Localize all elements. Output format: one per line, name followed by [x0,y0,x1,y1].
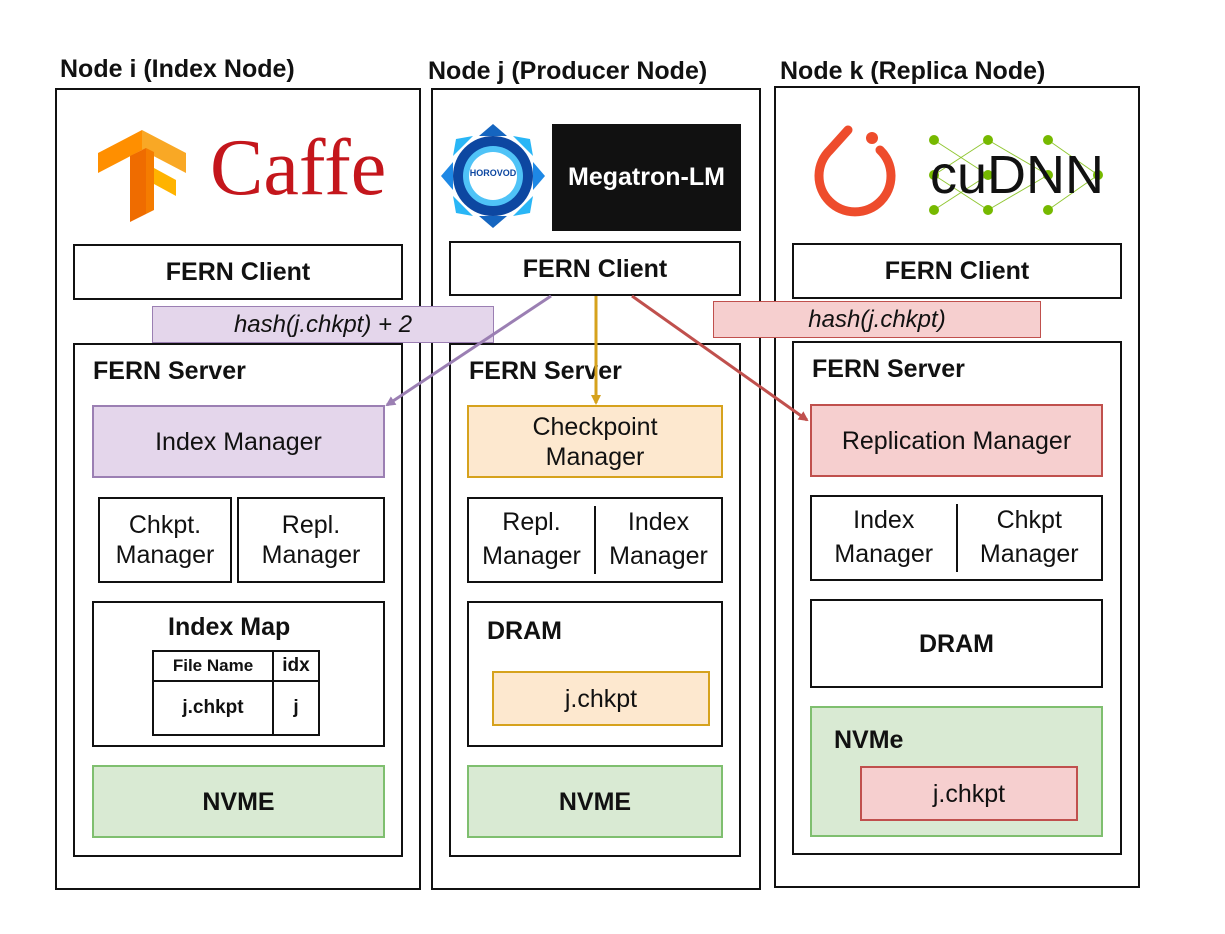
replication-manager: Replication Manager [810,404,1103,477]
node-k-server-label: FERN Server [812,355,965,383]
node-k-sub-managers: Index Manager Chkpt Manager [810,495,1103,581]
node-k-chkpt-manager: Chkpt Manager [979,506,1079,568]
table-row: j.chkpt j [152,680,320,736]
node-j-dram-label: DRAM [487,617,562,645]
node-k-nvme-file: j.chkpt [860,766,1078,821]
cudnn-network-icon [929,135,1103,215]
index-map-title: Index Map [168,613,291,641]
caffe-logo: Caffe [210,124,387,212]
table-header-file-name: File Name [152,650,274,682]
table-header-idx: idx [272,650,320,682]
node-i-fern-client: FERN Client [73,244,403,300]
table-cell-file: j.chkpt [152,680,274,736]
node-j-dram-file: j.chkpt [492,671,710,726]
node-k-dram: DRAM [810,599,1103,688]
horovod-icon [441,124,545,228]
node-i-repl-manager: Repl. Manager [237,497,385,583]
node-i-nvme: NVME [92,765,385,838]
node-j-repl-manager: Repl. Manager [469,506,596,574]
tensorflow-icon [98,130,186,222]
hash-index-label: hash(j.chkpt) + 2 [152,306,494,343]
node-j-fern-client: FERN Client [449,241,741,296]
node-k-nvme-label: NVMe [834,726,904,754]
horovod-text: HOROVOD [469,168,517,178]
table-header-row: File Name idx [152,650,320,682]
node-i-title: Node i (Index Node) [60,55,295,83]
node-j-title: Node j (Producer Node) [428,57,708,85]
node-j-server-label: FERN Server [469,357,622,385]
index-map-table: File Name idx j.chkpt j [152,650,320,736]
node-j-nvme: NVME [467,765,723,838]
node-j-sub-managers: Repl. Manager Index Manager [467,497,723,583]
hash-replica-label: hash(j.chkpt) [713,301,1041,338]
table-cell-idx: j [272,680,320,736]
megatron-logo: Megatron-LM [552,124,741,231]
node-k-fern-client: FERN Client [792,243,1122,299]
pytorch-icon [814,125,896,217]
checkpoint-manager: Checkpoint Manager [467,405,723,478]
node-j-index-manager: Index Manager [609,508,708,570]
node-k-title: Node k (Replica Node) [780,57,1046,85]
node-i-chkpt-manager: Chkpt. Manager [98,497,232,583]
node-i-server-label: FERN Server [93,357,246,385]
node-k-index-manager: Index Manager [812,504,958,572]
cudnn-logo: cuDNN [930,145,1105,205]
node-i-index-manager: Index Manager [92,405,385,478]
